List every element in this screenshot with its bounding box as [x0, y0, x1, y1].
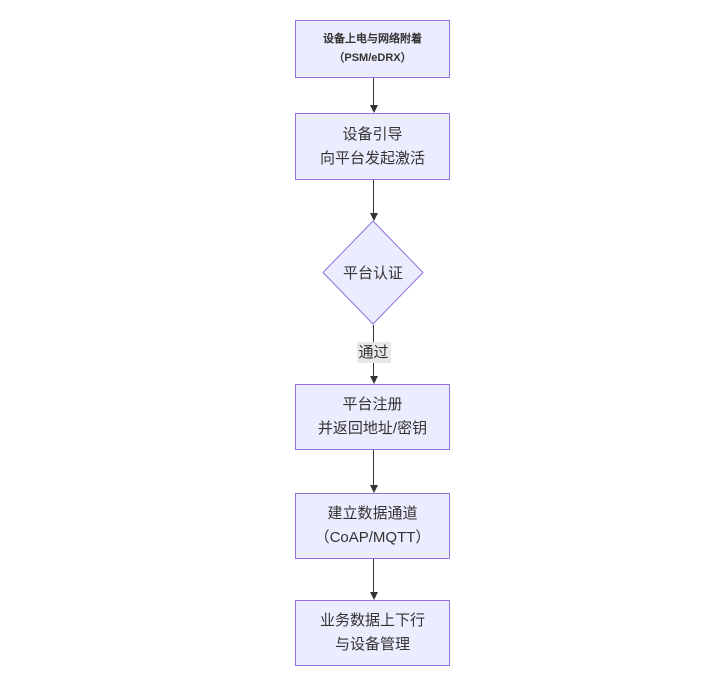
- edge-bootstrap-auth: [368, 180, 379, 221]
- node-bootstrap-line-1: 设备引导: [342, 125, 403, 143]
- flow-node-channel: 建立数据通道 （CoAP/MQTT）: [295, 493, 450, 559]
- edge-line: [372, 180, 375, 213]
- edge-power-bootstrap: [368, 78, 379, 113]
- flow-node-register: 平台注册 并返回地址/密钥: [295, 384, 450, 450]
- arrowhead-down-icon: [369, 485, 378, 493]
- edge-channel-business: [368, 559, 379, 600]
- diamond-shape: [322, 220, 424, 325]
- arrowhead-down-icon: [369, 105, 378, 113]
- node-power-line-2: （PSM/eDRX）: [333, 52, 412, 64]
- node-channel-line-1: 建立数据通道: [327, 505, 418, 522]
- arrowhead-down-icon: [369, 376, 378, 384]
- node-business-line-2: 与设备管理: [334, 636, 410, 653]
- edge-line: [372, 559, 375, 592]
- flow-node-auth: 平台认证: [322, 220, 424, 325]
- node-power-line-1: 设备上电与网络附着: [323, 33, 422, 45]
- edge-register-channel: [368, 450, 379, 493]
- edge-auth-register: 通过: [356, 325, 391, 384]
- node-auth-label: 平台认证: [342, 265, 403, 282]
- node-register-line-1: 平台注册: [342, 396, 403, 413]
- flow-node-business: 业务数据上下行 与设备管理: [295, 600, 450, 666]
- edge-label-pass: 通过: [356, 342, 391, 363]
- node-channel-line-2: （CoAP/MQTT）: [314, 529, 431, 546]
- node-bootstrap-line-2: 向平台发起激活: [319, 149, 425, 167]
- node-business-line-1: 业务数据上下行: [319, 612, 425, 629]
- flow-node-power: 设备上电与网络附着 （PSM/eDRX）: [295, 20, 450, 78]
- edge-line: [372, 450, 375, 485]
- edge-line: [372, 78, 375, 105]
- arrowhead-down-icon: [369, 213, 378, 221]
- node-register-line-2: 并返回地址/密钥: [317, 420, 428, 437]
- flow-node-bootstrap: 设备引导 向平台发起激活: [295, 113, 450, 180]
- arrowhead-down-icon: [369, 592, 378, 600]
